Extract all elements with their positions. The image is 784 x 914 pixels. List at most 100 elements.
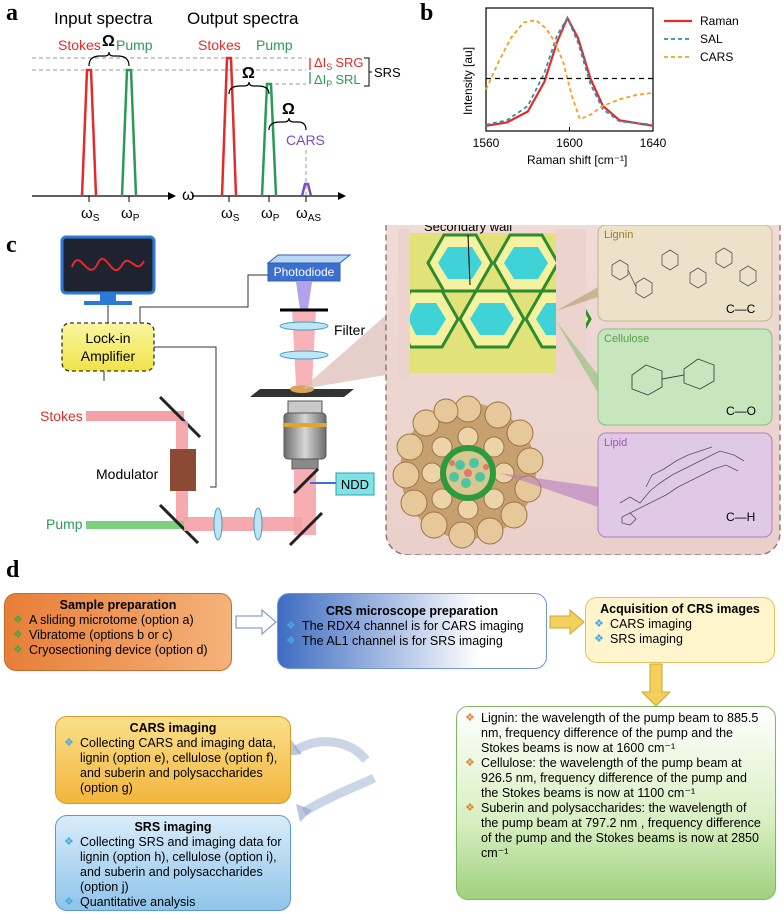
modulator-wire — [154, 346, 217, 488]
legend-label-raman: Raman — [700, 14, 739, 28]
panel-c-setup: Lock-in Amplifier Photodiode Filter NDD … — [40, 225, 781, 555]
series-line-raman — [485, 15, 654, 127]
lipid-label: Lipid — [604, 437, 627, 449]
sample-preparation-title: Sample preparation — [59, 598, 177, 612]
input-spectra-title: Input spectra — [54, 9, 153, 28]
x-tick-label: 1640 — [640, 136, 667, 150]
filter-label: Filter — [334, 322, 365, 338]
list-item: Lignin: the wavelength of the pump beam … — [465, 711, 767, 756]
list-item: Collecting SRS and imaging data for lign… — [64, 835, 282, 895]
lignin-label: Lignin — [604, 229, 633, 241]
arrow-sample-to-crs — [235, 608, 277, 636]
cellulose-structure — [631, 358, 715, 396]
objective-ring — [284, 423, 326, 427]
ndd-label: NDD — [341, 477, 369, 492]
panel-label-a: a — [6, 0, 18, 26]
root-cross-section — [392, 395, 544, 549]
chart-frame — [485, 7, 654, 132]
pump-label: Pump — [46, 516, 83, 532]
objective-body — [283, 412, 327, 460]
monitor-signal — [71, 257, 145, 272]
series-line-sal — [485, 16, 654, 126]
lens-upper-2 — [279, 350, 329, 360]
panel-label-b: b — [420, 0, 434, 26]
input-pump-label: Pump — [116, 37, 153, 53]
photodiode-body — [267, 262, 341, 282]
combined-mirror — [288, 511, 324, 547]
series-line-cars — [485, 19, 654, 121]
modulator-label: Modulator — [96, 466, 159, 482]
output-pump-label: Pump — [256, 37, 293, 53]
output-cars-peak — [300, 182, 313, 197]
photodiode — [266, 254, 352, 264]
wavelength-settings-box: Lignin: the wavelength of the pump beam … — [456, 706, 776, 900]
lipid-structure — [619, 446, 745, 526]
dichroic-mirror — [292, 467, 320, 495]
output-spectra-title: Output spectra — [187, 9, 299, 28]
lockin-label-2: Amplifier — [81, 348, 136, 364]
stokes-mirror — [158, 395, 202, 439]
sample-preparation-box: Sample preparation A sliding microtome (… — [4, 593, 232, 671]
modulator — [170, 449, 196, 491]
arrow-to-cars — [293, 737, 370, 764]
acquisition-title: Acquisition of CRS images — [600, 602, 760, 616]
chart-ylabel: Intensity [au] — [461, 47, 475, 115]
output-omega-brace-1 — [228, 81, 270, 95]
x-tick-label: 1600 — [556, 136, 583, 150]
srs-imaging-title: SRS imaging — [134, 820, 212, 834]
output-omega-2: Ω — [282, 101, 295, 118]
output-axis-arrow — [338, 192, 346, 200]
flow-arrows — [235, 608, 672, 822]
x-tick-label: 1560 — [473, 136, 500, 150]
photodiode-wire — [139, 274, 270, 323]
lens-upper-1 — [279, 321, 329, 331]
input-pump-peak — [120, 68, 138, 197]
input-omega-brace — [88, 51, 130, 67]
list-item: The RDX4 channel is for CARS imaging — [286, 619, 538, 634]
output-pump-peak — [260, 82, 278, 197]
output-wp-label: ωP — [261, 205, 280, 224]
tissue-clip-left — [398, 229, 410, 379]
lipid-bond: C—H — [726, 510, 755, 524]
chart-xlabel: Raman shift [cm⁻¹] — [527, 153, 627, 167]
input-wp-label: ωP — [121, 205, 140, 224]
list-item: SRS imaging — [594, 632, 766, 647]
input-omega: Ω — [102, 33, 115, 50]
lockin-amplifier — [61, 322, 155, 372]
arrow-to-srs-head — [296, 804, 312, 822]
list-item: Cellulose: the wavelength of the pump be… — [465, 756, 767, 801]
lockin-label-1: Lock-in — [85, 330, 130, 346]
output-stokes-peak — [220, 56, 238, 197]
cars-imaging-box: CARS imaging Collecting CARS and imaging… — [55, 716, 291, 804]
crs-microscope-box: CRS microscope preparation The RDX4 chan… — [277, 593, 547, 669]
arrow-acq-down — [640, 663, 672, 707]
input-stokes-peak — [80, 68, 98, 197]
output-stokes-label: Stokes — [198, 37, 241, 53]
lens-lower-1 — [213, 507, 223, 541]
stokes-label: Stokes — [40, 408, 83, 424]
lignin-box — [597, 225, 773, 322]
legend-label-sal: SAL — [700, 32, 723, 46]
list-item: A sliding microtome (option a) — [13, 613, 223, 628]
output-ws-label: ωS — [221, 205, 240, 224]
arrow-to-srs — [301, 773, 377, 816]
objective-base — [291, 458, 319, 470]
list-item: Suberin and polysaccharides: the wavelen… — [465, 801, 767, 861]
photodiode-label: Photodiode — [274, 265, 335, 279]
beam-purple — [296, 282, 312, 309]
input-stokes-label: Stokes — [58, 37, 101, 53]
list-item: CARS imaging — [594, 617, 766, 632]
acquisition-box: Acquisition of CRS images CARS imaging S… — [585, 597, 775, 663]
srs-imaging-box: SRS imaging Collecting SRS and imaging d… — [55, 815, 291, 911]
secondary-wall-label: Secondary wall — [424, 225, 512, 234]
legend-label-cars: CARS — [700, 50, 733, 64]
cellulose-label: Cellulose — [604, 333, 649, 345]
lignin-bond: C—C — [726, 302, 756, 316]
list-item: Quantitative analysis — [64, 895, 282, 910]
pump-mirror — [158, 503, 200, 545]
input-axis-label: ω — [182, 187, 195, 204]
lignin-connector — [556, 287, 598, 311]
combined-beam — [184, 517, 302, 531]
